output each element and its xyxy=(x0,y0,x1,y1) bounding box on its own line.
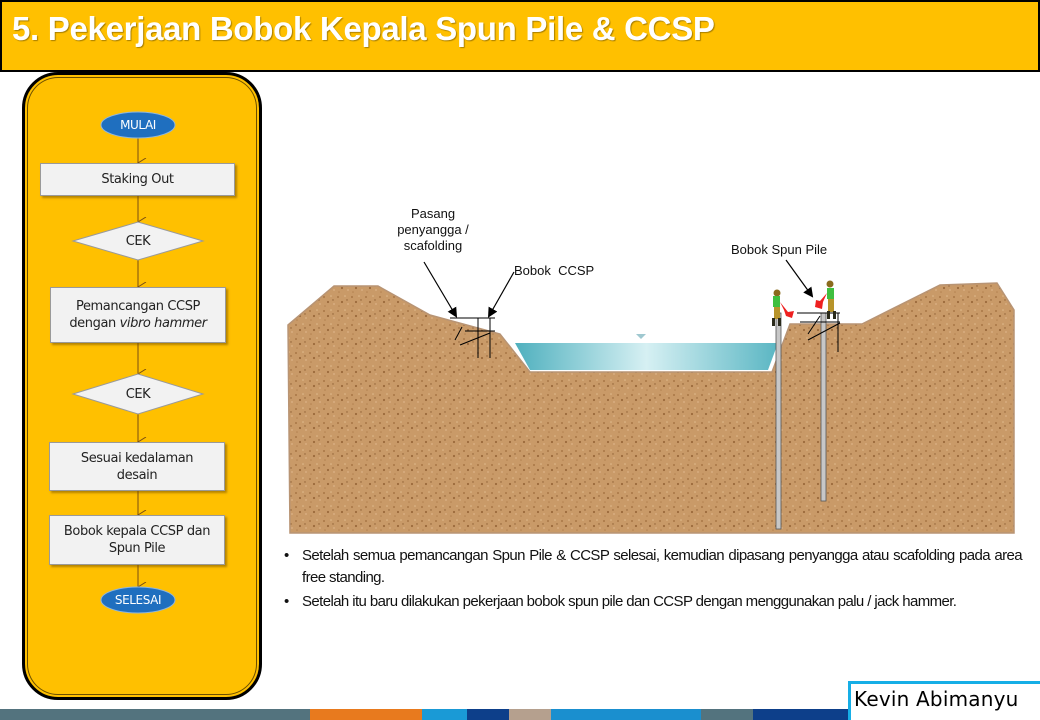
flow-step-label-italic: vibro hammer xyxy=(119,316,207,331)
author-name: Kevin Abimanyu xyxy=(854,687,1019,711)
flow-step-label: Pemancangan CCSP xyxy=(75,299,201,314)
flow-step-label: Bobok kepala CCSP dan Spun Pile xyxy=(63,524,211,556)
arrow-bobok-ccsp xyxy=(488,271,515,318)
footer-segment xyxy=(551,709,701,720)
footer-segment xyxy=(467,709,509,720)
label-bobok-spun-pile: Bobok Spun Pile xyxy=(731,242,828,257)
decision-diamond-1-shape xyxy=(71,221,205,261)
flow-end-terminator: SELESAI xyxy=(101,588,175,613)
flow-decision-cek-2: CEK xyxy=(100,383,176,405)
flow-start-terminator: MULAI xyxy=(101,113,175,138)
bullet-icon: • xyxy=(284,593,289,610)
flow-step-bobok: Bobok kepala CCSP dan Spun Pile xyxy=(49,515,225,565)
scaffolding-left xyxy=(450,317,495,358)
arrow-bobok-spun-pile xyxy=(785,259,814,298)
author-box: Kevin Abimanyu xyxy=(848,681,1040,720)
flow-step-staking-out: Staking Out xyxy=(40,163,235,196)
water-channel xyxy=(515,343,778,370)
arrow-scaffolding xyxy=(423,261,458,318)
start-oval-shape xyxy=(100,111,176,139)
decision-diamond-2-shape xyxy=(71,373,205,415)
title-bar: 5. Pekerjaan Bobok Kepala Spun Pile & CC… xyxy=(0,0,1040,72)
bullet-item: • Setelah itu baru dilakukan pekerjaan b… xyxy=(284,591,1022,613)
water-level-icon xyxy=(636,334,646,339)
footer-segment xyxy=(509,709,551,720)
flowchart-connectors xyxy=(71,111,205,614)
worker-figure-2 xyxy=(815,280,836,319)
bullet-list: • Setelah semua pemancangan Spun Pile & … xyxy=(284,545,1023,615)
flow-decision-cek-1: CEK xyxy=(100,230,176,252)
bullet-item: • Setelah semua pemancangan Spun Pile & … xyxy=(284,545,1023,589)
flow-start-label: MULAI xyxy=(120,118,156,132)
slide-title: 5. Pekerjaan Bobok Kepala Spun Pile & CC… xyxy=(12,10,715,47)
flow-step-label: Sesuai kedalaman desain xyxy=(80,450,194,483)
flow-step-label-prefix: dengan xyxy=(69,316,120,331)
footer-segment xyxy=(0,709,310,720)
flow-end-label: SELESAI xyxy=(114,593,162,607)
label-bobok-ccsp: Bobok CCSP xyxy=(514,263,595,278)
worker-figure-1 xyxy=(772,289,794,326)
footer-segment xyxy=(701,709,753,720)
flow-step-label-line2: dengan vibro hammer xyxy=(69,315,207,332)
bullet-text: Setelah semua pemancangan Spun Pile & CC… xyxy=(302,547,1023,586)
flow-decision-label: CEK xyxy=(125,233,151,249)
bullet-icon: • xyxy=(284,547,289,564)
footer-segment xyxy=(422,709,467,720)
flow-decision-label: CEK xyxy=(125,386,151,402)
cross-section-diagram xyxy=(287,259,1015,534)
flow-step-kedalaman: Sesuai kedalaman desain xyxy=(49,442,225,491)
flow-step-pemancangan: Pemancangan CCSP dengan vibro hammer xyxy=(50,287,226,343)
scaffolding-right xyxy=(797,312,841,352)
flow-step-label: Staking Out xyxy=(101,172,174,187)
label-scaffolding: Pasang penyangga / scafolding xyxy=(397,206,469,253)
footer-segment xyxy=(310,709,422,720)
spun-pile-1 xyxy=(775,312,782,530)
bullet-text: Setelah itu baru dilakukan pekerjaan bob… xyxy=(302,593,957,610)
soil-ground xyxy=(287,282,1015,534)
end-oval-shape xyxy=(100,586,176,614)
spun-pile-2 xyxy=(820,312,827,502)
